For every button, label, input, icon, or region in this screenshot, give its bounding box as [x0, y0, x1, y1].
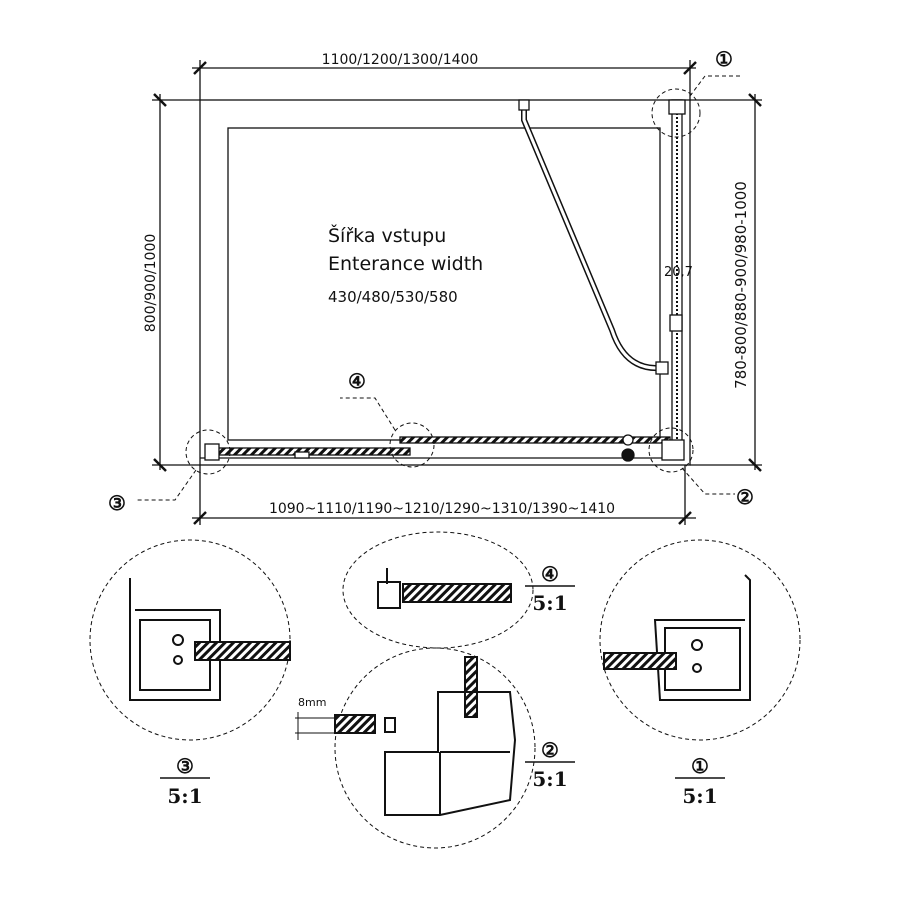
detail-1-marker: ① [691, 754, 709, 778]
callout-circle-3 [185, 429, 231, 475]
profile-detail-3 [129, 578, 291, 701]
callout-circle-4 [389, 422, 435, 468]
detail-circle-3 [89, 539, 291, 741]
support-bar-inner [522, 104, 668, 370]
detail-3-scale: 5:1 [167, 784, 202, 808]
bottom-dimension-line [192, 465, 696, 525]
side-panel [668, 99, 686, 456]
side-thickness-label: 20,7 [664, 265, 693, 280]
callout-marker-2: ② [736, 485, 754, 509]
detail-1-scale: 5:1 [682, 784, 717, 808]
sliding-doors [200, 434, 685, 462]
callout-marker-4: ④ [348, 369, 366, 393]
detail-4-marker: ④ [541, 562, 559, 586]
callout-marker-1: ① [715, 47, 733, 71]
bottom-adjust-label: 1090~1110/1190~1210/1290~1310/1390~1410 [269, 501, 615, 517]
entrance-label-cz: Šířka vstupu [328, 223, 446, 247]
profile-detail-1 [603, 574, 751, 701]
entrance-values: 430/480/530/580 [328, 288, 458, 306]
detail-2-marker: ② [541, 738, 559, 762]
top-width-label: 1100/1200/1300/1400 [322, 52, 479, 68]
left-dimension-line [152, 93, 200, 472]
right-dimension-line [690, 93, 762, 472]
detail-ellipse-4 [342, 531, 534, 649]
support-bar [521, 104, 668, 372]
detail-3-marker: ③ [176, 754, 194, 778]
profile-detail-2 [295, 656, 517, 816]
entrance-label-en: Enterance width [328, 253, 483, 275]
callout-circle-1 [651, 88, 701, 138]
gap-label: 8mm [298, 696, 326, 709]
outer-frame [199, 99, 691, 466]
callout-marker-3: ③ [108, 491, 126, 515]
detail-circle-1 [599, 539, 801, 741]
detail-2-scale: 5:1 [532, 767, 567, 791]
left-depth-label: 800/900/1000 [143, 234, 159, 333]
detail-4-scale: 5:1 [532, 591, 567, 615]
callout-circle-2 [648, 427, 694, 473]
detail-circle-2 [334, 647, 536, 849]
right-depth-label: 780-800/880-900/980-1000 [732, 181, 750, 389]
profile-detail-4 [377, 568, 512, 609]
